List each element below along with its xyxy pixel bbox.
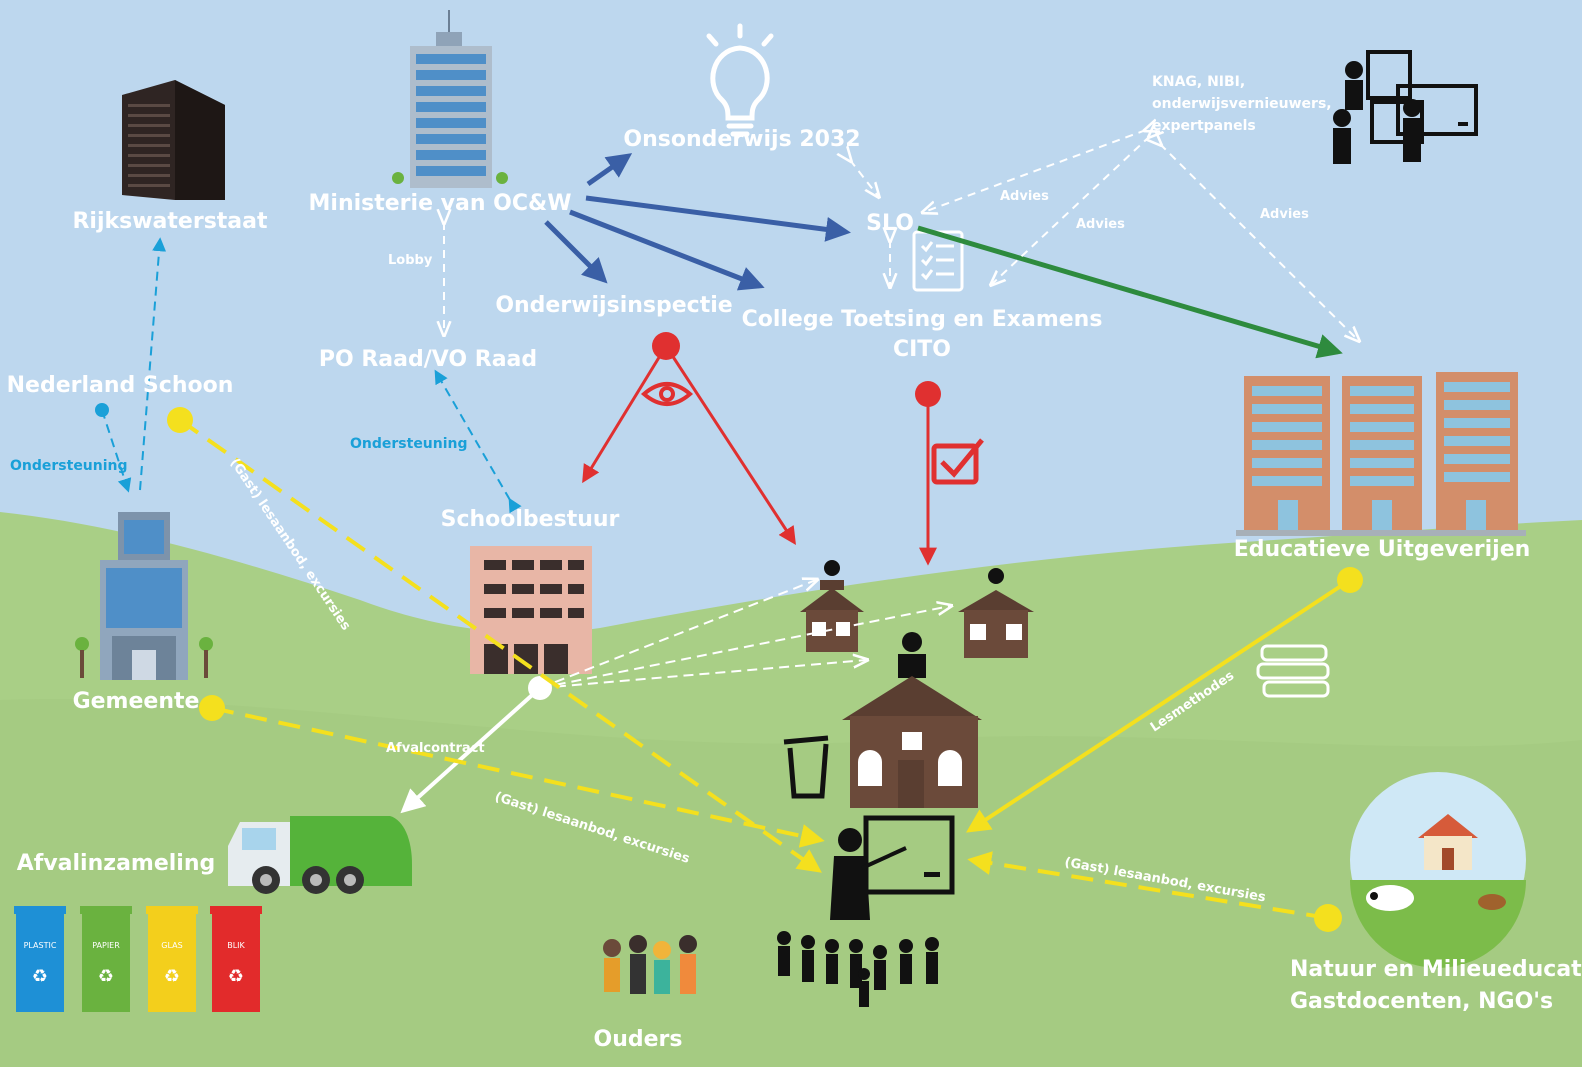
checkmark-box-icon [931,438,984,485]
label-afvalinzameling: Afvalinzameling [17,851,216,876]
edge-label-lobby: Lobby [388,253,433,268]
label-rijkswaterstaat: Rijkswaterstaat [72,209,268,234]
label-ouders: Ouders [594,1027,683,1052]
label-nederland-schoon: Nederland Schoon [7,373,234,398]
inspection-arrows [582,345,937,566]
edge-label-advies-1: Advies [1000,189,1049,204]
teacher-board-icon [830,815,955,920]
label-ministerie: Ministerie van OC&W [309,191,572,216]
cito-node-dot [915,381,941,407]
label-onderwijsinspectie: Onderwijsinspectie [495,293,732,318]
label-college-toetsing: College Toetsing en Examens [742,307,1103,332]
ned-schoon-yellow-dot [167,407,193,433]
label-po-raad: PO Raad/VO Raad [319,347,537,372]
edge-label-ondersteuning-1: Ondersteuning [10,458,128,474]
label-knag-3: expertpanels [1152,118,1256,134]
ministerie-tower-icon [392,10,508,188]
lightbulb-icon [706,23,774,137]
support-arrows [101,237,522,514]
ministry-arrows [544,153,851,291]
books-icon [1256,644,1330,698]
publishers-yellow-dot [1337,567,1363,593]
parents-icon [603,935,697,994]
schoolbestuur-node-dot [528,676,552,700]
svg-text:♻: ♻ [228,966,244,987]
label-slo: SLO [866,211,914,236]
school-small-2-icon [958,568,1034,658]
gemeente-yellow-dot [199,695,225,721]
edge-label-advies-2: Advies [1076,217,1125,232]
label-gemeente: Gemeente [73,689,200,714]
publishers-buildings-icon [1236,372,1526,536]
inspectie-node-dot [652,332,680,360]
schoolbestuur-school-arrows [539,580,950,689]
checklist-icon [912,230,964,292]
bin-label-papier: PAPIER [92,941,120,950]
label-natuur-1: Natuur en Milieueducatie, [1290,957,1582,982]
advies-arrows [444,130,1358,340]
recycle-bins-icon: ♻ ♻ ♻ ♻ [14,906,262,1012]
edge-label-afvalcontract: Afvalcontract [386,741,485,756]
label-knag-1: KNAG, NIBI, [1152,74,1245,90]
svg-text:♻: ♻ [32,966,48,987]
children-icon [777,931,939,1007]
natuur-yellow-dot [1314,904,1342,932]
school-small-1-icon [800,560,864,652]
gemeente-building-icon [75,512,213,680]
hills-front [0,699,1582,1067]
nederland-schoon-node-dot [95,403,109,417]
label-cito: CITO [893,337,951,362]
label-knag-2: onderwijsvernieuwers, [1152,96,1332,112]
label-onsonderwijs: Onsonderwijs 2032 [623,127,860,152]
eye-icon [640,382,694,406]
garbage-truck-icon [228,816,412,894]
svg-text:♻: ♻ [98,966,114,987]
label-schoolbestuur: Schoolbestuur [441,507,620,532]
afvalcontract-arrow [400,686,542,814]
svg-text:♻: ♻ [164,966,180,987]
nature-farm-icon [1350,772,1526,968]
trash-bin-icon [783,735,829,799]
edge-label-ondersteuning-2: Ondersteuning [350,436,468,452]
bin-label-glas: GLAS [161,941,182,950]
label-natuur-2: Gastdocenten, NGO's [1290,989,1553,1014]
rijkswaterstaat-building-icon [122,80,225,200]
lesmethodes-arrow [965,578,1352,833]
school-main-icon [842,632,982,808]
lesaanbod-arrows [178,418,1329,920]
edge-label-advies-3: Advies [1260,207,1309,222]
label-educatieve-uitgeverijen: Educatieve Uitgeverijen [1234,537,1531,562]
bin-label-blik: BLIK [227,941,245,950]
bin-label-plastic: PLASTIC [24,941,57,950]
schoolbestuur-building-icon [470,546,592,674]
